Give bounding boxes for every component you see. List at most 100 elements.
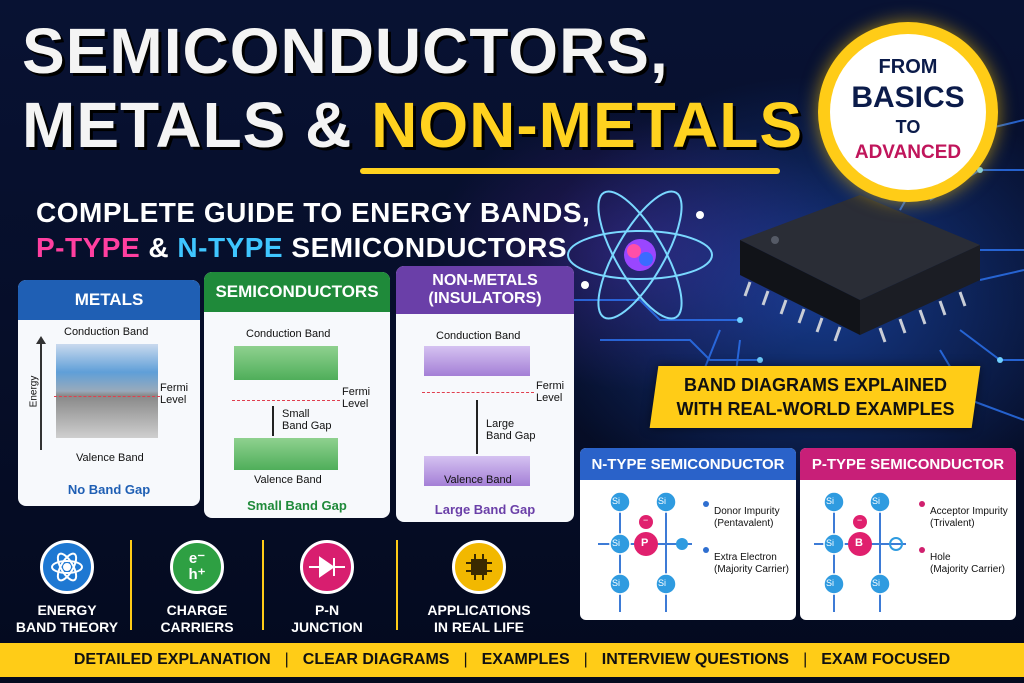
feature-divider [130,540,132,630]
metals-fermi-line [54,396,160,397]
n-type-card: N-TYPE SEMICONDUCTOR Si Si Si Si Si P − … [580,448,796,620]
feature-divider [396,540,398,630]
diode-icon [300,540,354,594]
n-type-lattice [598,491,709,612]
non-valence-band [424,456,530,486]
bottom-divider: | [463,651,468,668]
n-si-atom-1: Si [612,496,621,506]
feature-2-line1: CHARGE [166,602,228,618]
feature-1-line1: ENERGY [37,602,97,618]
badge-to: TO [895,117,921,137]
n-si-atom-3: Si [612,538,621,548]
bottom-item-exam: EXAM FOCUSED [821,651,951,668]
hole-glyph: h⁺ [188,566,206,583]
bottom-divider: | [284,651,289,668]
microchip-icon [740,195,980,343]
subtitle-rest: SEMICONDUCTORS [283,232,567,263]
title-underline [360,168,780,174]
feature-1-line2: BAND THEORY [15,619,119,635]
metals-valence-label: Valence Band [76,452,144,464]
badge-advanced: ADVANCED [854,142,962,163]
feature-3-line1: P-N [314,602,340,618]
semi-fermi-line [232,400,340,401]
subtitle-n-type: N-TYPE [177,232,284,263]
p-type-card: P-TYPE SEMICONDUCTOR Si Si Si Si Si B − … [800,448,1016,620]
non-conduction-label: Conduction Band [436,330,521,342]
non-conduction-band [424,346,530,376]
feature-2-line2: CARRIERS [160,619,234,635]
atom-icon [40,540,94,594]
small-gap-arrow-icon [272,406,274,436]
p-type-title: P-TYPE SEMICONDUCTOR [800,448,1016,480]
p-hole-label: Hole(Majority Carrier) [930,552,1005,575]
banner-line2: WITH REAL-WORLD EXAMPLES [676,399,955,419]
n-si-atom-4: Si [612,578,621,588]
subtitle-amp: & [140,232,178,263]
title-metals: METALS & [22,89,372,161]
electron-glyph: e⁻ [188,550,206,567]
semi-valence-band [234,438,338,470]
banner-line1: BAND DIAGRAMS EXPLAINED [683,375,947,395]
semiconductors-card-title: SEMICONDUCTORS [204,272,390,312]
bottom-item-explanation: DETAILED EXPLANATION [73,651,271,668]
title-non-metals: NON-METALS [371,89,803,161]
large-gap-arrow-icon [476,400,478,454]
semi-valence-label: Valence Band [254,474,322,486]
semi-conduction-label: Conduction Band [246,328,331,340]
metals-card-title: METALS [18,280,200,320]
energy-label: Energy [28,375,40,408]
band-diagrams-banner: BAND DIAGRAMS EXPLAINED WITH REAL-WORLD E… [649,366,981,428]
energy-arrow-icon [36,336,46,344]
charge-carriers-icon: e⁻h⁺ [170,540,224,594]
non-metals-card: NON-METALS(INSULATORS) Conduction Band F… [396,266,574,522]
n-si-atom-5: Si [658,578,667,588]
non-gap-text: Large Band Gap [434,502,536,517]
badge-basics: BASICS [851,81,965,114]
bottom-strip: DETAILED EXPLANATION | CLEAR DIAGRAMS | EX… [0,643,1024,677]
atom-icon [567,190,713,320]
n-electron-icon: − [643,515,649,525]
p-si-atom-4: Si [826,578,835,588]
p-si-atom-3: Si [826,538,835,548]
subtitle-line1: COMPLETE GUIDE TO ENERGY BANDS, [36,197,591,228]
feature-3-line2: JUNCTION [291,619,363,635]
metals-gap-text: No Band Gap [67,482,151,497]
bottom-divider: | [803,651,808,668]
energy-axis [40,342,42,450]
n-si-atom-2: Si [658,496,667,506]
subtitle-line2: P-TYPE & N-TYPE SEMICONDUCTORS [36,232,567,264]
p-type-lattice [814,491,925,612]
p-si-atom-1: Si [826,496,835,506]
bottom-item-examples: EXAMPLES [481,651,570,668]
page-title-line2: METALS & NON-METALS [22,88,803,162]
n-donor-label: Donor Impurity(Pentavalent) [714,506,780,529]
bottom-divider: | [583,651,588,668]
n-dopant-atom: P [641,537,649,549]
n-type-title: N-TYPE SEMICONDUCTOR [580,448,796,480]
p-si-atom-5: Si [872,578,881,588]
p-charge-icon: − [857,515,863,525]
chip-icon [452,540,506,594]
non-metals-card-title: NON-METALS(INSULATORS) [396,266,574,314]
feature-divider [262,540,264,630]
p-si-atom-2: Si [872,496,881,506]
badge-from: FROM [878,56,938,78]
feature-4-line2: IN REAL LIFE [434,619,524,635]
semi-gap-text: Small Band Gap [247,498,347,513]
level-badge: FROM BASICS TO ADVANCED [818,22,998,202]
bottom-item-diagrams: CLEAR DIAGRAMS [302,651,450,668]
bottom-item-interview: INTERVIEW QUESTIONS [601,651,790,668]
semi-conduction-band [234,346,338,380]
n-electron-label: Extra Electron(Majority Carrier) [714,552,789,575]
